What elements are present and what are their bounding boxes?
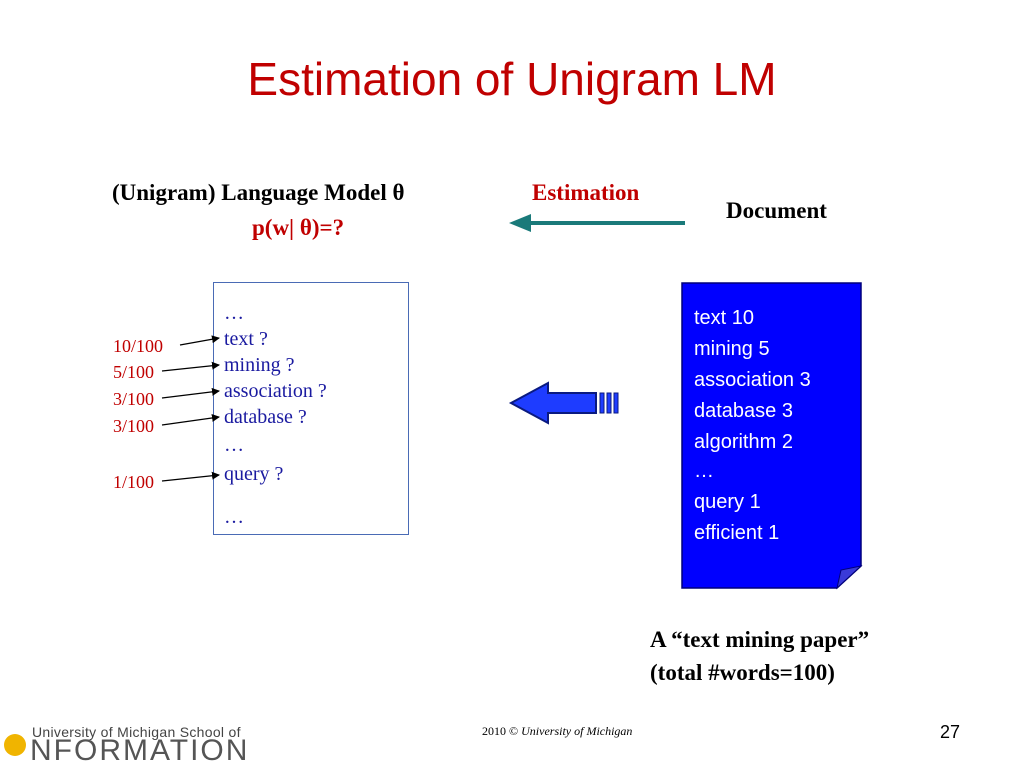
copyright-symbol: ©	[509, 724, 519, 738]
estimation-arrow-icon	[509, 214, 685, 232]
probability-label: 10/100	[113, 336, 164, 356]
probability-arrow-icon	[161, 387, 220, 399]
copyright-year: 2010	[482, 724, 506, 738]
model-word-query: query ?	[224, 463, 284, 485]
language-model-title: (Unigram) Language Model θ	[112, 180, 405, 205]
probability-arrow-icon	[179, 335, 220, 346]
probability-arrow-icon	[161, 471, 220, 482]
document-word-count: efficient 1	[694, 522, 780, 544]
document-word-count: query 1	[694, 491, 761, 513]
document-caption: A “text mining paper” (total #words=100)	[650, 623, 869, 689]
model-word-association: association ?	[224, 380, 327, 402]
school-logo-subtitle: University of Michigan School of	[32, 724, 241, 740]
model-word-ellipsis: …	[224, 434, 244, 456]
model-word-ellipsis: …	[224, 506, 244, 528]
copyright-institution: University of Michigan	[521, 724, 633, 738]
document-word-count: …	[694, 460, 714, 482]
probability-label: 3/100	[113, 389, 155, 409]
language-model-box	[213, 282, 409, 535]
school-logo-wordmark: NFORMATION	[30, 734, 250, 767]
probability-arrow-icon	[161, 361, 220, 372]
slide-title: Estimation of Unigram LM	[247, 53, 777, 105]
large-blue-arrow-icon	[508, 381, 619, 425]
model-word-database: database ?	[224, 406, 307, 428]
model-word-mining: mining ?	[224, 354, 295, 376]
model-word-ellipsis: …	[224, 302, 244, 324]
document-word-count: association 3	[694, 369, 811, 391]
document-word-count: mining 5	[694, 338, 770, 360]
document-label: Document	[726, 198, 827, 223]
probability-formula: p(w| θ)=?	[252, 215, 345, 240]
page-number: 27	[940, 722, 961, 742]
copyright-notice: 2010 © University of Michigan	[482, 724, 632, 739]
document-caption-line: A “text mining paper”	[650, 627, 870, 652]
document-word-count: text 10	[694, 307, 755, 329]
model-word-text: text ?	[224, 328, 268, 350]
document-caption-line: (total #words=100)	[650, 660, 835, 685]
probability-label: 5/100	[113, 362, 155, 382]
document-word-count: database 3	[694, 400, 793, 422]
probability-arrow-icon	[161, 414, 220, 426]
probability-label: 3/100	[113, 416, 155, 436]
probability-label: 1/100	[113, 472, 155, 492]
document-shape-icon	[681, 282, 863, 590]
document-word-count: algorithm 2	[694, 431, 793, 453]
estimation-label: Estimation	[532, 180, 640, 205]
school-logo-icon	[4, 734, 26, 756]
